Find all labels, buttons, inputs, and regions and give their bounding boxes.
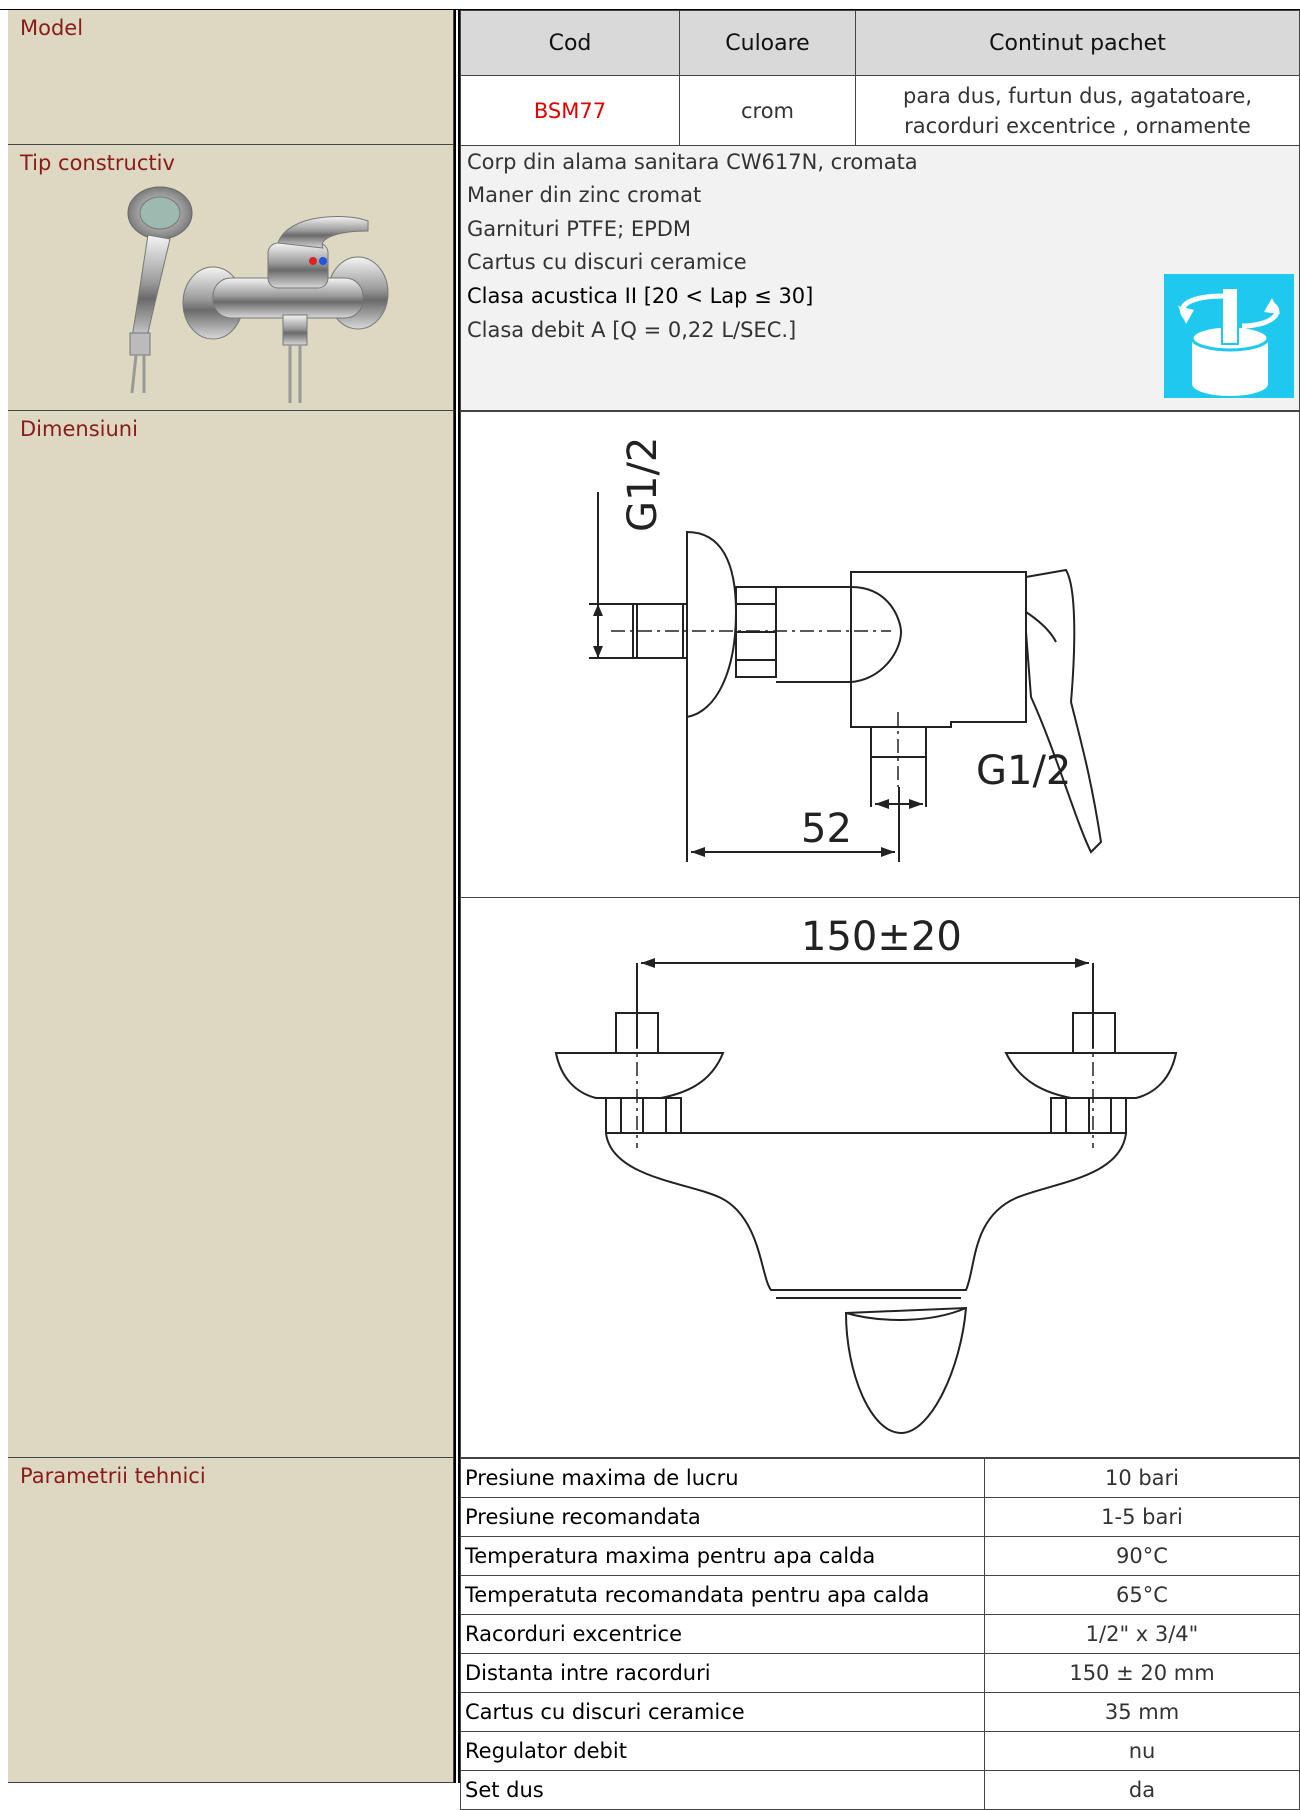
package-contents-line1: para dus, furtun dus, agatatoare, [903,83,1252,108]
param-value: 1-5 bari [984,1497,1300,1537]
param-value-text: 1-5 bari [1101,1505,1183,1529]
spec-line: Cartus cu discuri ceramice [467,250,747,274]
header-continut: Continut pachet [855,10,1300,76]
column-divider-second [458,10,460,1783]
param-label: Temperatuta recomandata pentru apa calda [460,1575,985,1615]
header-continut-text: Continut pachet [989,30,1166,56]
param-value: 35 mm [984,1692,1300,1732]
front-view-drawing: 150±20 [554,914,1178,1435]
spec-line: Corp din alama sanitara CW617N, cromata [467,150,918,174]
param-label: Temperatura maxima pentru apa calda [460,1536,985,1576]
product-color: crom [740,98,795,123]
param-label: Presiune recomandata [460,1497,985,1537]
ceramic-cartridge-icon [1164,274,1294,398]
shower-mixer-photo [127,186,389,403]
spec-line: Maner din zinc cromat [467,183,702,207]
param-value: nu [984,1731,1300,1771]
model-label-cell: Model [8,10,454,145]
dimensiuni-label: Dimensiuni [20,417,138,441]
param-label: Distanta intre racorduri [460,1653,985,1693]
parametrii-cell: Parametrii tehnici [8,1458,454,1783]
cell-continut: para dus, furtun dus, agatatoare, racord… [855,75,1300,146]
param-label-text: Presiune recomandata [465,1505,701,1529]
param-value-text: 10 bari [1104,1466,1180,1490]
dimension-150: 150±20 [801,914,962,960]
side-view-drawing: G1/2 G1/2 52 [589,437,1103,862]
dimension-52: 52 [801,806,852,852]
param-label-text: Temperatuta recomandata pentru apa calda [465,1583,930,1607]
param-label: Set dus [460,1770,985,1810]
param-value-text: da [1128,1778,1156,1802]
cell-culoare: crom [679,75,856,146]
header-culoare: Culoare [679,10,856,76]
param-value: 150 ± 20 mm [984,1653,1300,1693]
front-view-drawing-cell: 150±20 [460,897,1300,1458]
header-culoare-text: Culoare [725,30,810,56]
param-value: 1/2" x 3/4" [984,1614,1300,1654]
column-divider [454,10,456,1783]
thread-label-top: G1/2 [620,437,666,532]
spec-line: Clasa debit A [Q = 0,22 L/SEC.] [467,318,797,342]
cell-cod: BSM77 [460,75,680,146]
package-contents-line2: racorduri excentrice , ornamente [904,113,1251,138]
spec-line: Garnituri PTFE; EPDM [467,217,692,241]
side-view-drawing-cell: G1/2 G1/2 52 [460,411,1300,898]
param-value-text: 35 mm [1104,1700,1180,1724]
param-value-text: 1/2" x 3/4" [1085,1622,1199,1646]
param-value: 65°C [984,1575,1300,1615]
parametrii-label: Parametrii tehnici [20,1464,206,1488]
param-value: 90°C [984,1536,1300,1576]
tip-constructiv-cell: Tip constructiv [8,145,454,411]
param-label-text: Distanta intre racorduri [465,1661,711,1685]
header-cod: Cod [460,10,680,76]
specs-cell: Corp din alama sanitara CW617N, cromata … [460,145,1300,411]
param-value: 10 bari [984,1458,1300,1498]
param-value-text: 65°C [1116,1583,1168,1607]
param-label-text: Temperatura maxima pentru apa calda [465,1544,876,1568]
param-label-text: Cartus cu discuri ceramice [465,1700,745,1724]
thread-label-bottom: G1/2 [976,748,1071,794]
param-label-text: Regulator debit [465,1739,627,1763]
param-label-text: Set dus [465,1778,544,1802]
parameters-table: Presiune maxima de lucru 10 bari Presiun… [460,1458,1300,1810]
dimensiuni-cell: Dimensiuni [8,411,454,1458]
param-value-text: 150 ± 20 mm [1069,1661,1215,1685]
header-cod-text: Cod [548,30,592,56]
tip-constructiv-label: Tip constructiv [20,151,175,175]
param-label: Presiune maxima de lucru [460,1458,985,1498]
param-label: Cartus cu discuri ceramice [460,1692,985,1732]
param-value: da [984,1770,1300,1810]
top-border [0,9,1300,10]
param-label-text: Presiune maxima de lucru [465,1466,739,1490]
product-code: BSM77 [533,98,607,123]
param-value-text: nu [1128,1739,1156,1763]
spec-line: Clasa acustica II [20 < Lap ≤ 30] [467,284,814,308]
param-label: Racorduri excentrice [460,1614,985,1654]
param-label-text: Racorduri excentrice [465,1622,682,1646]
param-label: Regulator debit [460,1731,985,1771]
param-value-text: 90°C [1116,1544,1168,1568]
model-label: Model [20,16,84,40]
